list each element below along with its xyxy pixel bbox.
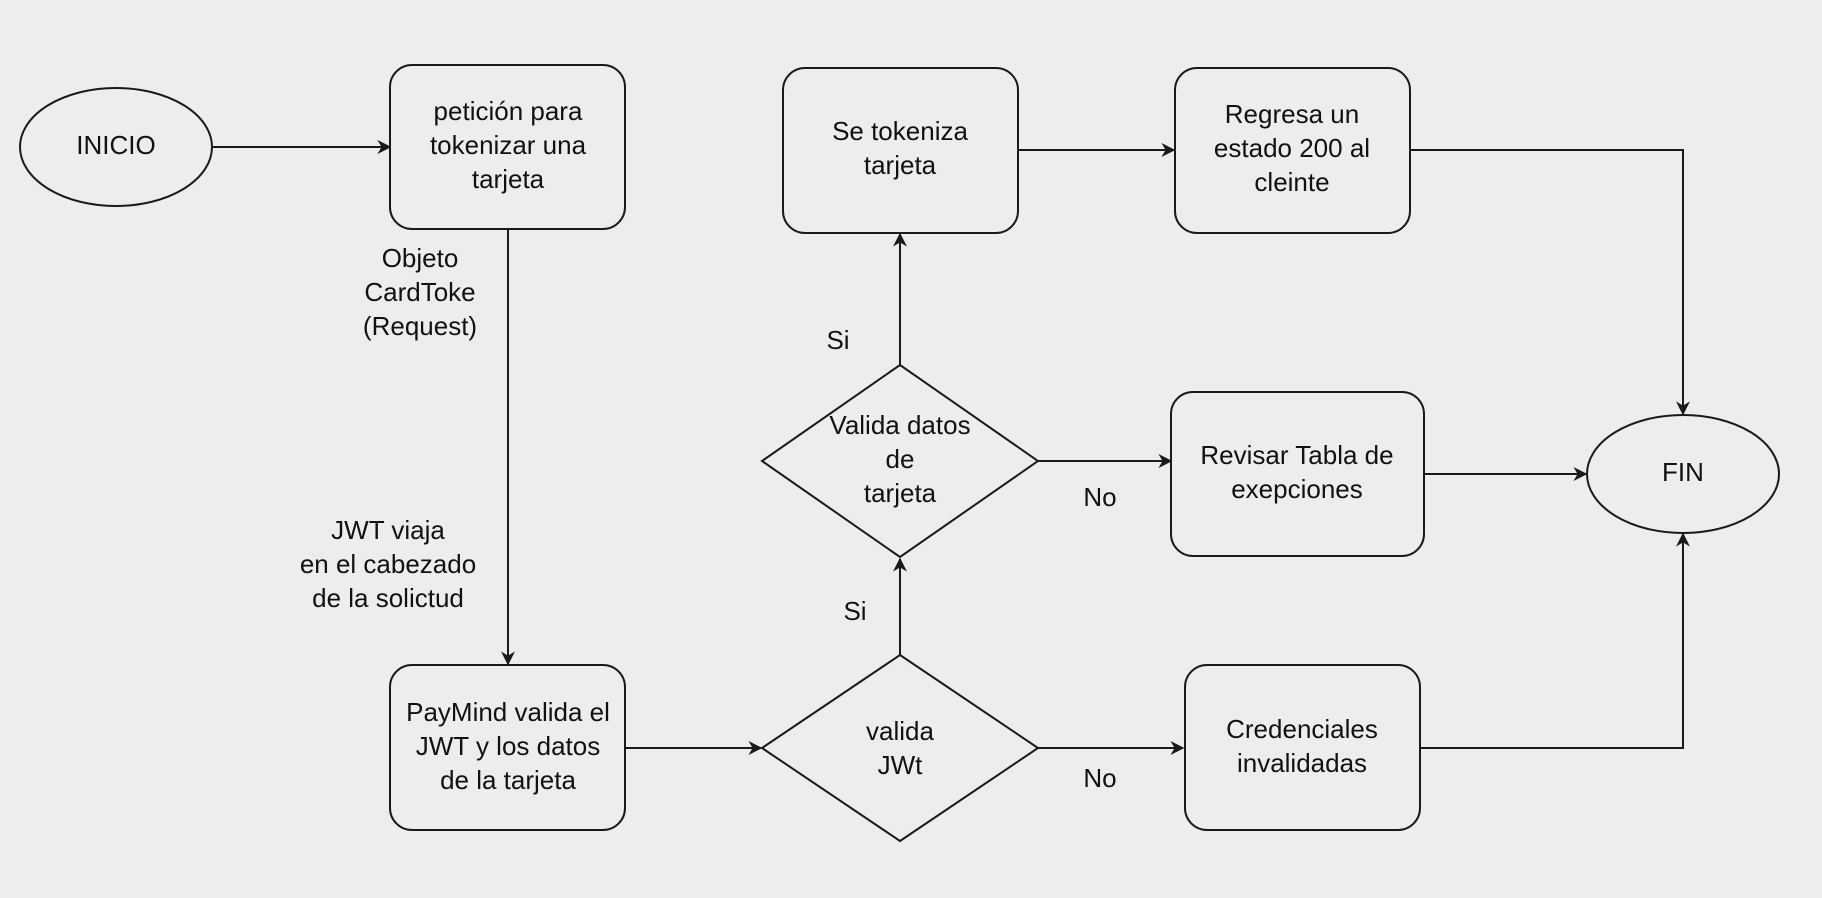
edge-label-no-jwt: No xyxy=(1083,763,1116,793)
paymind-label-line: JWT y los datos xyxy=(416,731,600,761)
tokeniza-label: Se tokeniza tarjeta xyxy=(832,116,968,180)
edge-label-si-jwt: Si xyxy=(843,596,866,626)
edge-label-objeto-line: (Request) xyxy=(363,311,477,341)
node-valida-jwt xyxy=(760,653,1040,843)
edge-label-si-jwt-line: Si xyxy=(843,596,866,626)
revisar-label: Revisar Tabla de exepciones xyxy=(1200,440,1393,504)
edges xyxy=(212,140,1690,755)
valida-datos-label-line: de xyxy=(886,444,915,474)
valida-datos-label: Valida datos de tarjeta xyxy=(829,410,970,508)
node-peticion xyxy=(389,64,626,230)
node-paymind xyxy=(389,664,626,831)
edge-label-jwt-line: de la solictud xyxy=(312,583,464,613)
node-fin xyxy=(1586,414,1780,534)
regresa-label: Regresa un estado 200 al cleinte xyxy=(1214,99,1370,197)
regresa-label-line: estado 200 al xyxy=(1214,133,1370,163)
revisar-label-line: Revisar Tabla de xyxy=(1200,440,1393,470)
edge-label-jwt: JWT viaja en el cabezado de la solictud xyxy=(300,515,476,613)
edge-label-no-datos-line: No xyxy=(1083,482,1116,512)
inicio-label: INICIO xyxy=(76,130,155,160)
peticion-label-line: tarjeta xyxy=(472,164,545,194)
paymind-label-line: PayMind valida el xyxy=(406,697,610,727)
edge-credenciales-to-fin xyxy=(1420,532,1690,749)
valida-jwt-label-line: JWt xyxy=(878,750,924,780)
fin-label-line: FIN xyxy=(1662,457,1704,487)
node-inicio xyxy=(19,87,213,207)
node-regresa xyxy=(1174,67,1411,234)
valida-datos-label-line: Valida datos xyxy=(829,410,970,440)
regresa-label-line: cleinte xyxy=(1254,167,1329,197)
edge-label-jwt-line: en el cabezado xyxy=(300,549,476,579)
regresa-label-line: Regresa un xyxy=(1225,99,1359,129)
valida-datos-label-line: tarjeta xyxy=(864,478,937,508)
edge-label-objeto-line: Objeto xyxy=(382,243,459,273)
edge-label-no-jwt-line: No xyxy=(1083,763,1116,793)
valida-jwt-label-line: valida xyxy=(866,716,934,746)
tokeniza-label-line: tarjeta xyxy=(864,150,937,180)
credenciales-label-line: Credenciales xyxy=(1226,714,1378,744)
node-revisar xyxy=(1170,391,1425,557)
peticion-label-line: tokenizar una xyxy=(430,130,587,160)
edge-label-si-datos-line: Si xyxy=(826,325,849,355)
fin-label: FIN xyxy=(1662,457,1704,487)
peticion-label-line: petición para xyxy=(434,96,583,126)
node-labels: INICIO petición para tokenizar una tarjeta… xyxy=(76,96,1704,795)
tokeniza-label-line: Se tokeniza xyxy=(832,116,968,146)
paymind-label-line: de la tarjeta xyxy=(440,765,576,795)
revisar-label-line: exepciones xyxy=(1231,474,1363,504)
edge-label-no-datos: No xyxy=(1083,482,1116,512)
edge-label-objeto-line: CardToke xyxy=(364,277,475,307)
edge-regresa-to-fin xyxy=(1410,149,1690,416)
edge-label-si-datos: Si xyxy=(826,325,849,355)
nodes xyxy=(19,64,1780,843)
credenciales-label: Credenciales invalidadas xyxy=(1226,714,1378,778)
credenciales-label-line: invalidadas xyxy=(1237,748,1367,778)
node-valida-datos xyxy=(760,363,1040,559)
paymind-label: PayMind valida el JWT y los datos de la ta… xyxy=(406,697,610,795)
edge-label-jwt-line: JWT viaja xyxy=(331,515,445,545)
node-tokeniza xyxy=(782,67,1019,234)
inicio-label-line: INICIO xyxy=(76,130,155,160)
peticion-label: petición para tokenizar una tarjeta xyxy=(430,96,587,194)
node-credenciales xyxy=(1184,664,1421,831)
